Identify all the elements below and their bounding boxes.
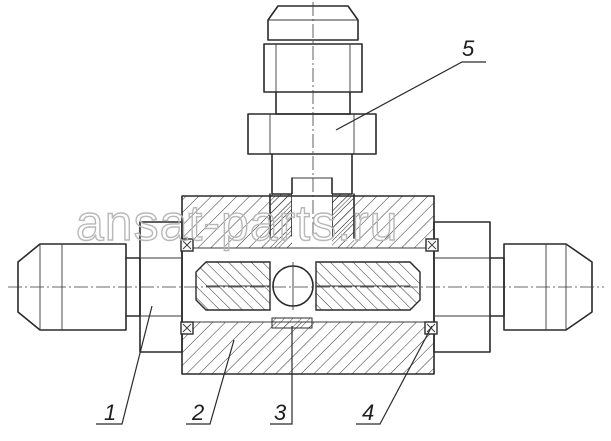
watermark: ansat-parts.ru bbox=[76, 195, 398, 251]
o-ring-seals bbox=[180, 238, 439, 335]
callout-1: 1 bbox=[104, 400, 116, 425]
leader-lines bbox=[96, 61, 486, 425]
callout-5: 5 bbox=[462, 36, 475, 61]
inner-seat bbox=[195, 261, 421, 329]
callout-4: 4 bbox=[362, 400, 374, 425]
callout-3: 3 bbox=[274, 400, 287, 425]
callout-2: 2 bbox=[191, 400, 204, 425]
right-fitting bbox=[433, 221, 593, 353]
